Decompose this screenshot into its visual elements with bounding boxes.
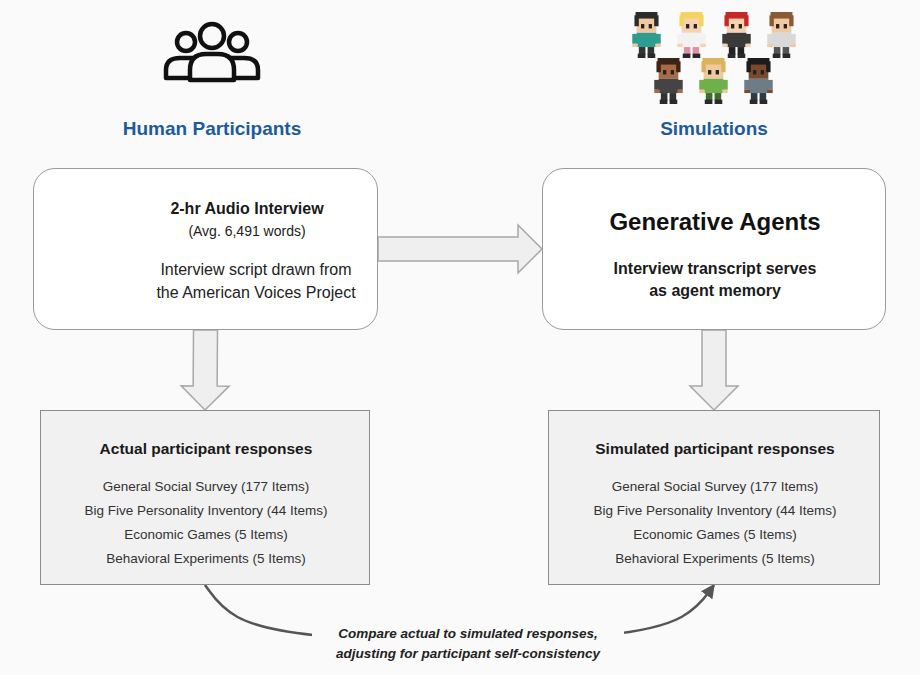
box-heading: Simulated participant responses [555, 439, 875, 459]
block-arrow [690, 330, 738, 410]
agent-box: Generative AgentsInterview transcript se… [542, 168, 886, 330]
list-item: Economic Games (5 Items) [555, 523, 875, 547]
list-item: General Social Survey (177 Items) [46, 475, 366, 499]
list-item: Behavioral Experiments (5 Items) [46, 547, 366, 571]
connector-label: Compare actual to simulated responses, a… [312, 624, 624, 664]
block-arrow [181, 330, 229, 410]
person-head [177, 33, 195, 51]
list-item: Big Five Personality Inventory (44 Items… [555, 499, 875, 523]
column-heading: Simulations [574, 117, 854, 140]
pixel-character [632, 12, 660, 58]
response-box: Actual participant responsesGeneral Soci… [40, 410, 370, 585]
box-heading: Actual participant responses [46, 439, 366, 459]
box-heading: Generative Agents [565, 208, 865, 236]
box-heading: 2-hr Audio Interview [147, 199, 347, 219]
pixel-character [677, 12, 705, 58]
pixel-character [699, 58, 727, 104]
pixel-character [722, 12, 750, 58]
sprite-group [632, 12, 795, 104]
block-arrow [378, 225, 542, 273]
list-item: General Social Survey (177 Items) [555, 475, 875, 499]
box-body: Interview script drawn from the American… [151, 258, 361, 304]
pixel-character [744, 58, 772, 104]
column-heading: Human Participants [72, 117, 352, 140]
box-body: Interview transcript serves as agent mem… [607, 258, 823, 302]
list-item: Big Five Personality Inventory (44 Items… [46, 499, 366, 523]
interview-box: 2-hr Audio Interview (Avg. 6,491 words) In… [33, 168, 378, 330]
person-head [229, 33, 247, 51]
box-subtitle: (Avg. 6,491 words) [147, 222, 347, 240]
people-icon [166, 24, 258, 80]
list-item: Behavioral Experiments (5 Items) [555, 547, 875, 571]
response-box: Simulated participant responsesGeneral S… [548, 410, 880, 585]
pixel-character [654, 58, 682, 104]
person-head [200, 24, 224, 48]
pixel-character [767, 12, 795, 58]
person-body [190, 54, 234, 80]
list-item: Economic Games (5 Items) [46, 523, 366, 547]
